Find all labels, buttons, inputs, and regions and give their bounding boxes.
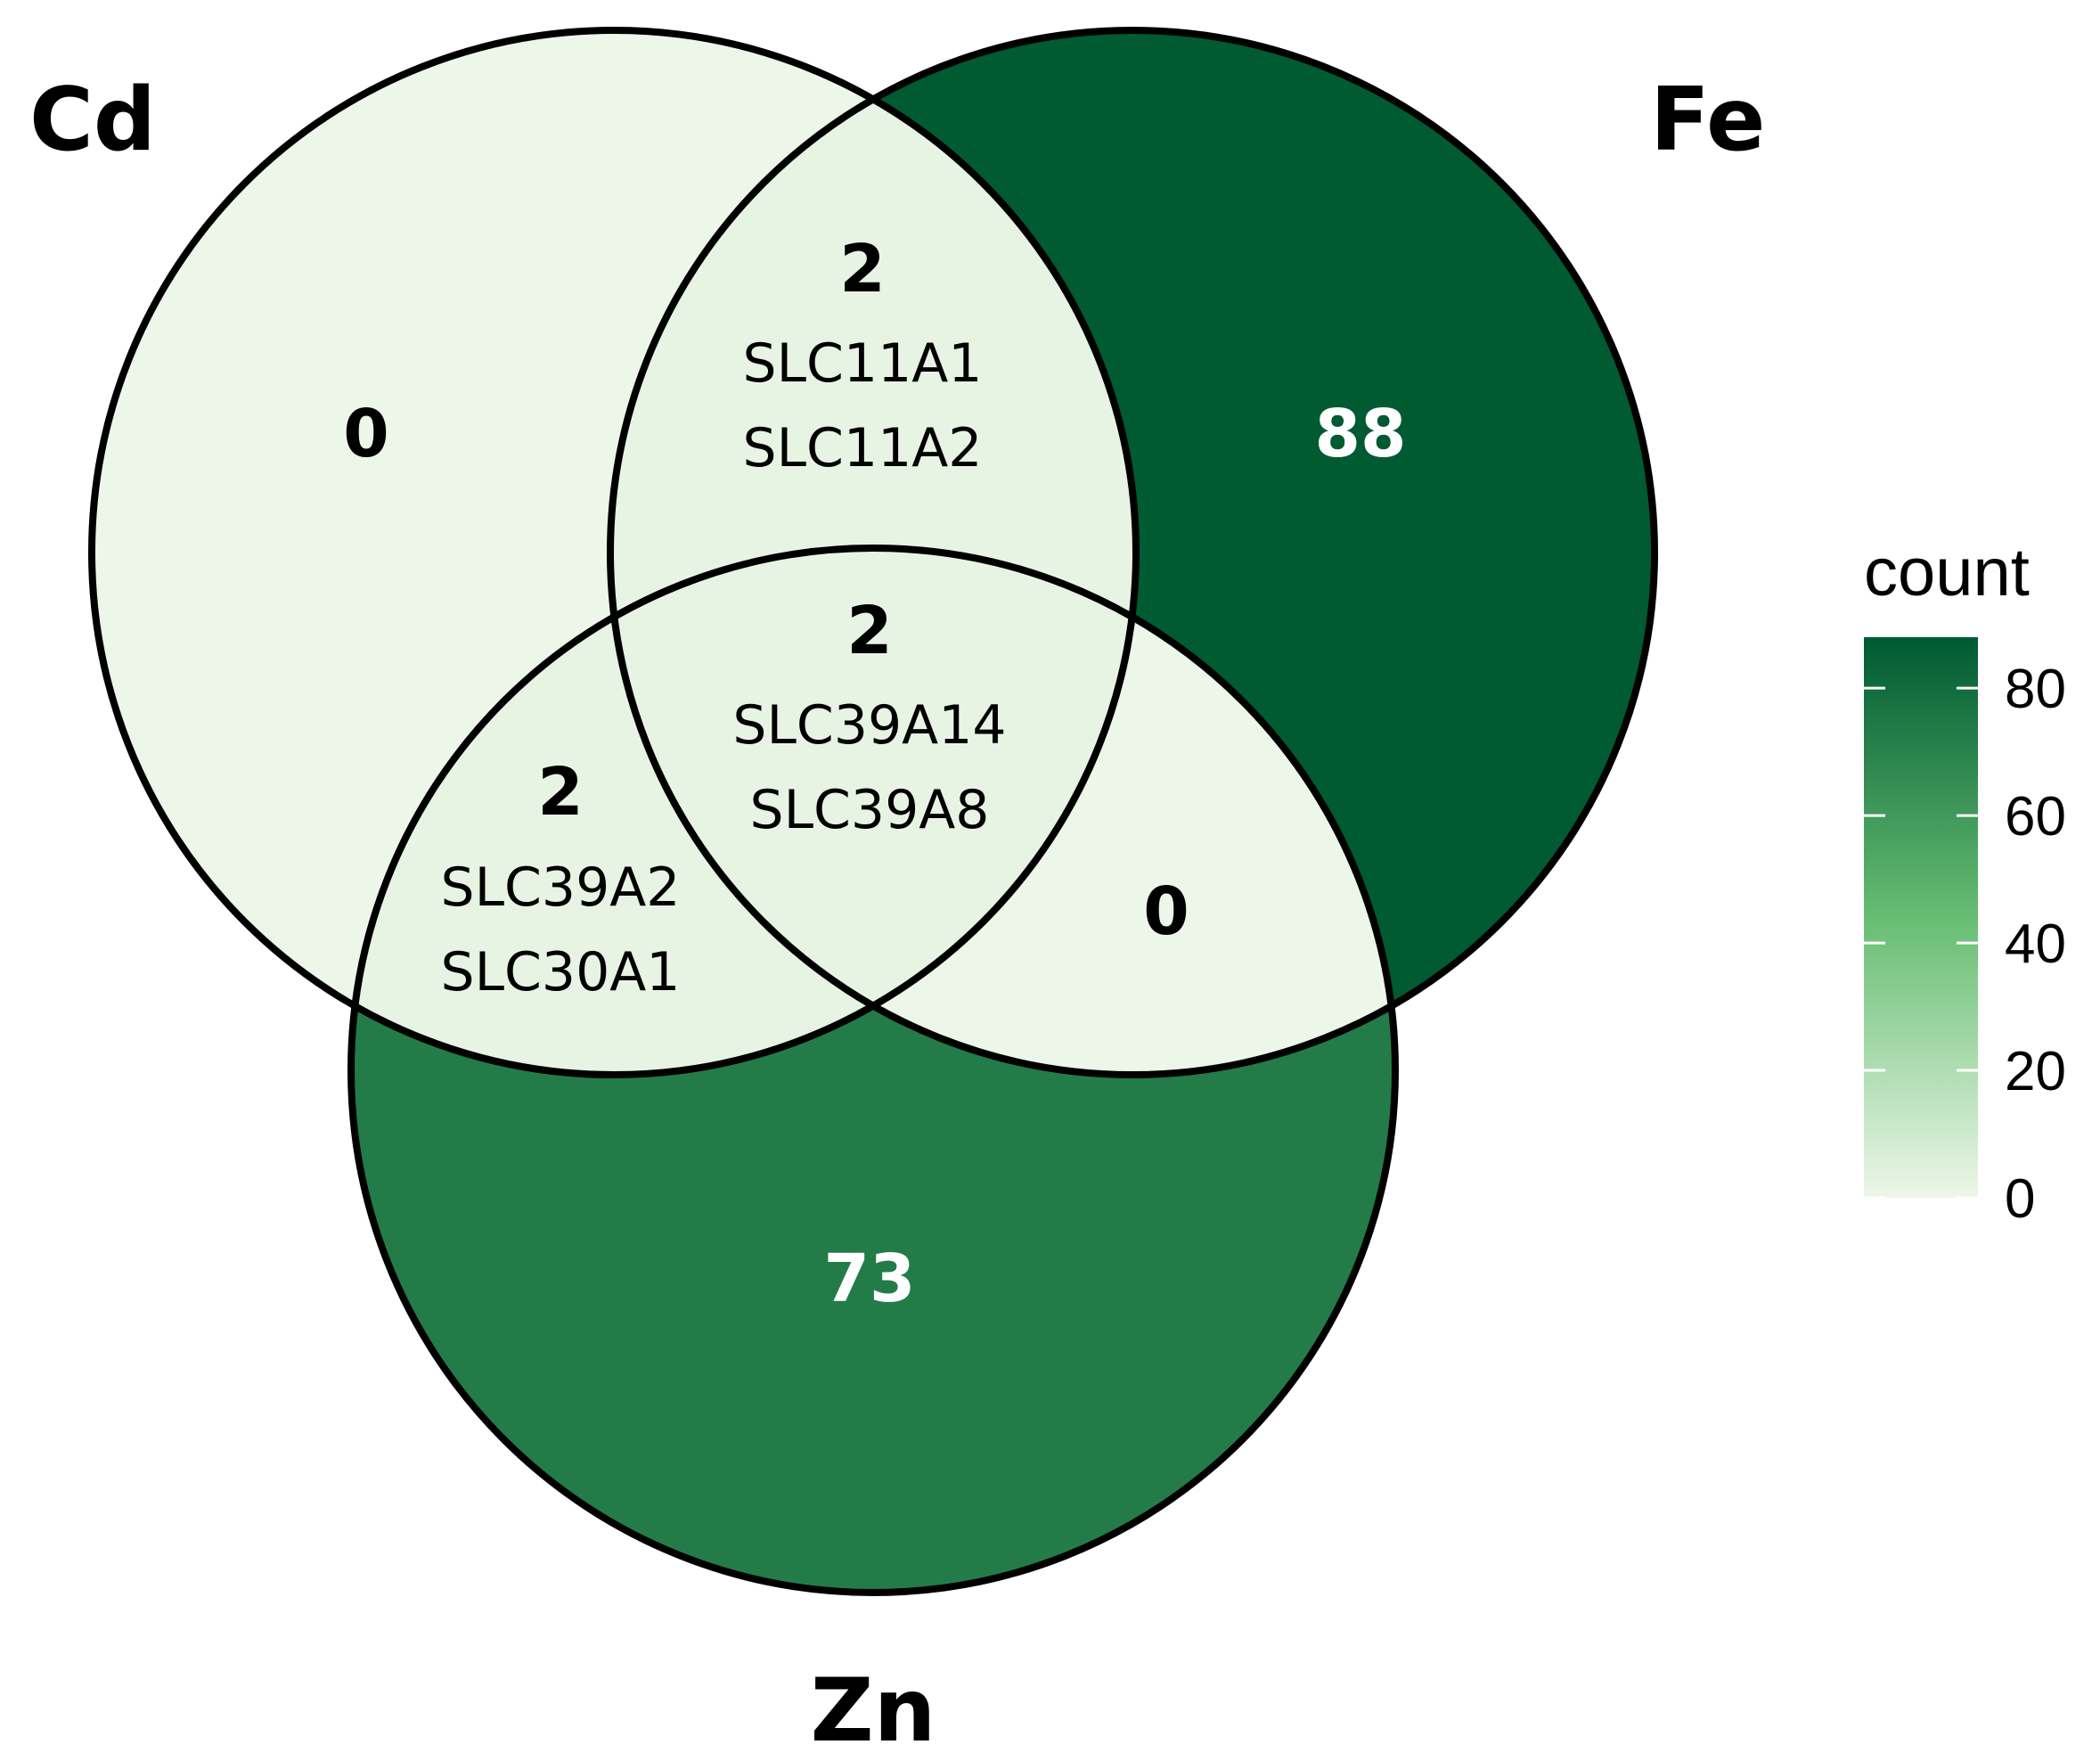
count-fe-only: 88 [1315,396,1407,472]
legend-ticks: 0 20 40 60 80 [1864,659,2066,1230]
count-fe-zn: 0 [1143,873,1189,950]
legend-tick-label: 60 [2005,786,2066,848]
count-cd-fe: 2 [839,231,886,307]
legend-tick-label: 20 [2005,1041,2066,1102]
count-cd-zn: 2 [537,754,584,831]
gene-label: SLC39A14 [732,694,1006,757]
count-cd-only: 0 [343,396,389,472]
legend: count 0 20 40 60 80 [1864,535,2066,1230]
legend-tick-label: 40 [2005,913,2066,975]
gene-label: SLC39A2 [441,856,681,919]
gene-label: SLC39A8 [750,779,990,841]
gene-label: SLC11A2 [743,417,983,479]
legend-title: count [1864,535,2030,610]
set-label-fe: Fe [1650,70,1765,171]
circle-outlines [88,27,1658,1596]
legend-tick-label: 0 [2005,1168,2035,1230]
legend-tick-label: 80 [2005,659,2066,720]
gene-label: SLC30A1 [441,941,681,1003]
gene-label: SLC11A1 [743,332,983,395]
legend-colorbar [1864,637,1978,1198]
count-cd-fe-zn: 2 [846,593,893,669]
circle-zn-outline [347,545,1399,1596]
circle-cd-outline [88,27,1140,1078]
count-zn-only: 73 [824,1241,916,1317]
set-label-cd: Cd [29,70,156,171]
circle-fe-outline [607,27,1658,1078]
set-label-zn: Zn [811,1660,936,1761]
